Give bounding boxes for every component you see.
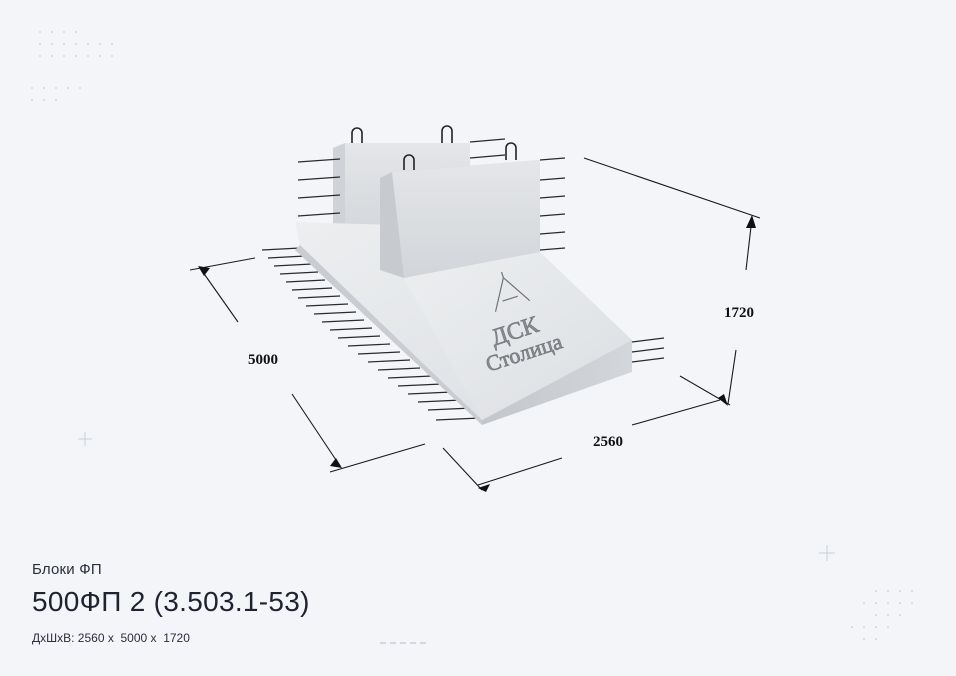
dimension-lines: [189, 157, 761, 491]
dot-grid-decoration-icon: [851, 590, 913, 640]
dimension-arrowheads: [198, 215, 756, 492]
dim-height-label: 1720: [724, 305, 754, 321]
product-dimensions: ДхШхВ: 2560 x 5000 x 1720: [32, 631, 190, 645]
product-category: Блоки ФП: [32, 561, 102, 578]
product-title: 500ФП 2 (3.503.1-53): [32, 586, 310, 617]
front-wall: [380, 142, 665, 420]
rebar-left-fringe: [261, 247, 481, 421]
product-illustration: ДСК Столица 5000 2560 1720: [189, 125, 761, 492]
dot-grid-decoration-icon: [31, 31, 113, 101]
plus-decoration-icon: [78, 432, 92, 446]
dim-width-label: 2560: [593, 434, 623, 450]
plus-decoration-icon: [819, 545, 835, 561]
dim-length-label: 5000: [248, 352, 278, 368]
dot-grid-decoration-icon: [380, 642, 426, 644]
